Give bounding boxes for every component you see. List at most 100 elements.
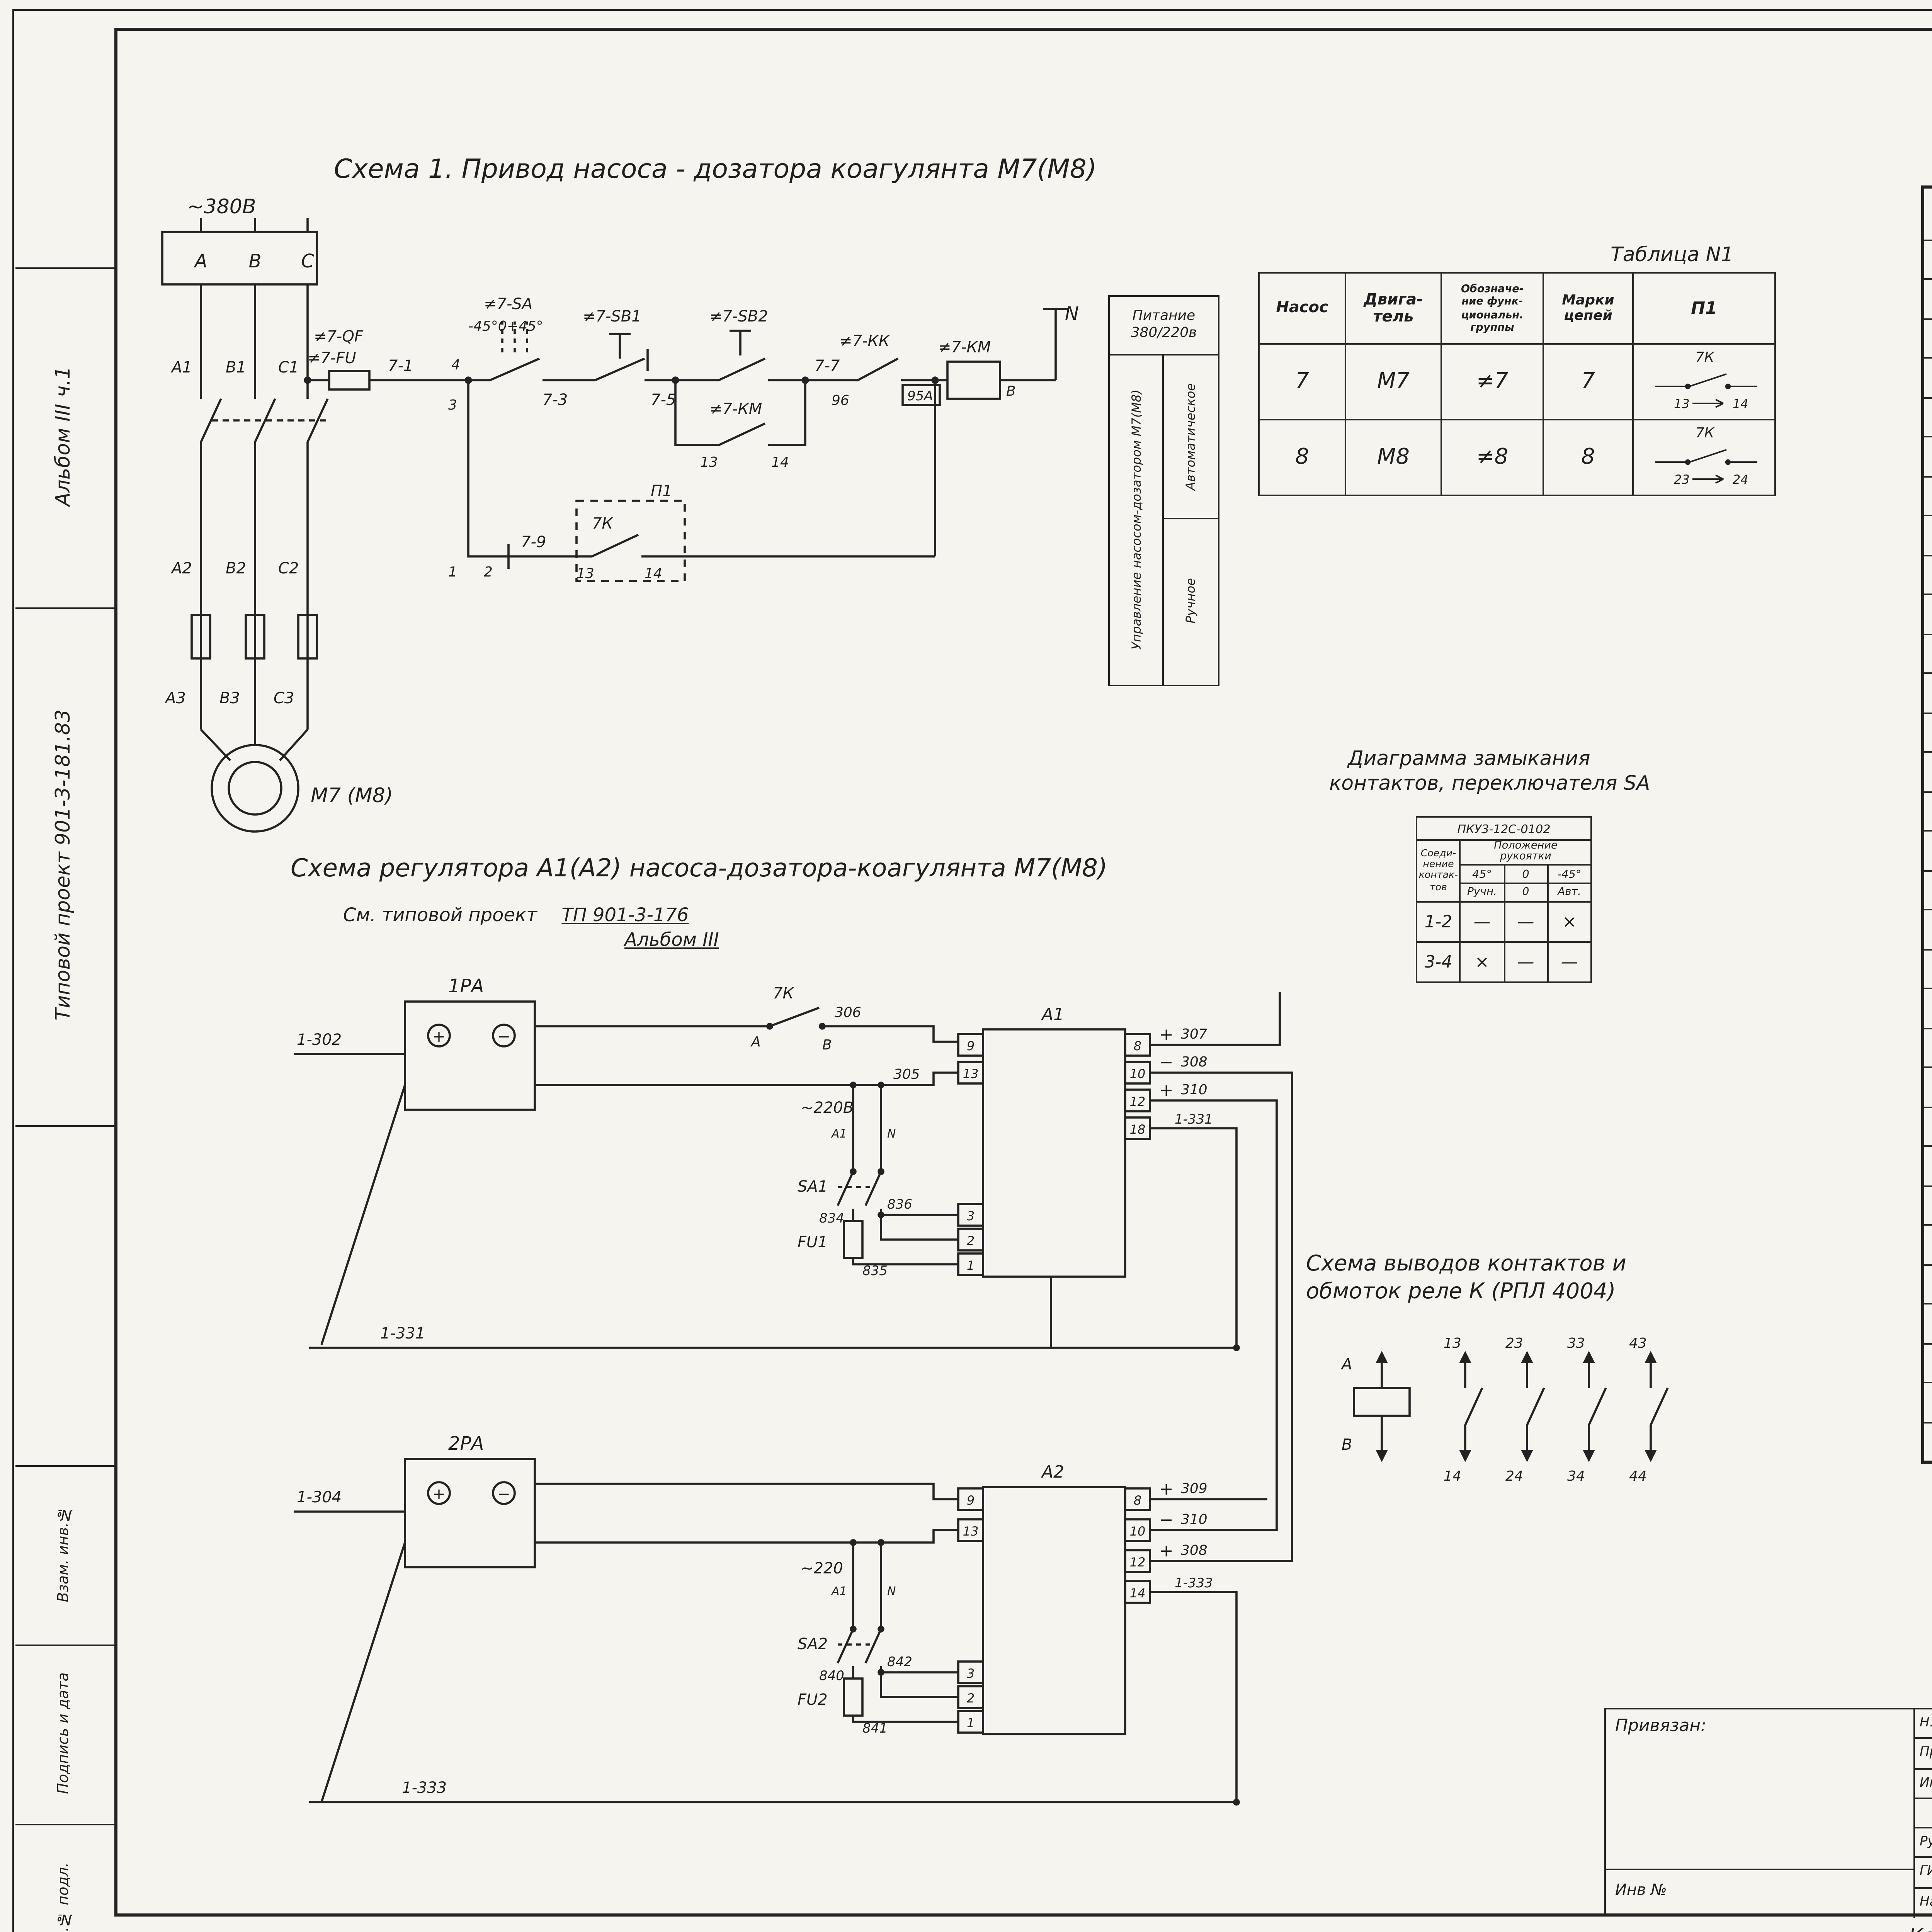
- table-row: 1РА, 2РА Миллиамперметр, 0-5мА, М325 2: [1922, 318, 1932, 359]
- signature-role: Нач.отд: [1915, 1888, 1932, 1918]
- margin-podpis: Подпись и дата: [56, 1672, 73, 1794]
- sb2-label: ≠7-SB2: [709, 308, 768, 325]
- relayk-title-line2: обмоток реле К (РПЛ 4004): [1306, 1280, 1616, 1304]
- table-row: ТУ-16-521-037-75: [1922, 515, 1932, 556]
- contact-number: 24: [1505, 1468, 1523, 1484]
- table-row: FК Предохранитель ПРС-6У3-П с плавкой: [1922, 830, 1932, 871]
- regulator2-wires: [294, 1458, 1267, 1806]
- wire-label: 841: [862, 1721, 888, 1736]
- sa-mark: —: [1503, 901, 1549, 943]
- wire-label: 835: [862, 1263, 888, 1279]
- motor-label: М7 (М8): [311, 784, 393, 807]
- voltage-label: ~220: [801, 1560, 843, 1577]
- tableN1-cell: 7: [1543, 343, 1634, 420]
- k7-contact-label: 7К: [773, 985, 794, 1002]
- terminal-label: В3: [219, 689, 240, 707]
- see-project-label: См. типовой проект: [343, 904, 537, 926]
- spec-pos: [1922, 1224, 1932, 1265]
- signature-row: Рук.груп. Гусева: [1915, 1828, 1932, 1859]
- pin-number: 13: [963, 1524, 979, 1539]
- margin-divider: [15, 1644, 114, 1646]
- kk-label: ≠7-КК: [839, 332, 890, 350]
- wire-label: 840: [819, 1668, 844, 1684]
- terminal-label: В1: [226, 359, 246, 376]
- relayk-title-line1: Схема выводов контактов и: [1306, 1252, 1626, 1277]
- privyazan-label: Привязан:: [1615, 1716, 1706, 1736]
- table-row: QF Автоматический выключатель 2: [1922, 751, 1932, 792]
- ref-album: Альбом III: [624, 929, 719, 951]
- regulator2-labels: 2РА + − 1-304 ~220 А1 N А2 9 13 3 2 1 8 …: [297, 1433, 1213, 1797]
- motor-symbol: [211, 744, 299, 833]
- regulator-reference: См. типовой проект ТП 901-3-176: [343, 904, 689, 926]
- contact-number: 13: [700, 454, 718, 470]
- polarity-sign: +: [1159, 1080, 1173, 1100]
- contact-number: 23: [1505, 1335, 1523, 1351]
- wire-label: 834: [819, 1211, 844, 1226]
- manual-label: Ручное: [1184, 578, 1198, 623]
- pin-number: 10: [1130, 1066, 1146, 1081]
- sb1-label: ≠7-SB1: [583, 308, 641, 325]
- title-block: ТП 901-3-181.83 АТХ Привязан: Инв № Н.ко…: [1604, 1658, 1932, 1918]
- table-row: вставкой ПВД-1: [1922, 869, 1932, 910]
- sa-caption-line2: контактов, переключателя SA: [1329, 773, 1650, 796]
- wire-label: 7-7: [815, 357, 840, 375]
- relay-label: 7К: [1695, 425, 1714, 441]
- coil-symbol: [1353, 1360, 1411, 1453]
- sa-mode: 0: [1503, 882, 1549, 903]
- signature-role: [1915, 1799, 1932, 1827]
- spec-pos: FU1-FU2: [1922, 475, 1932, 516]
- wire-label: 1-302: [297, 1031, 342, 1049]
- phase-a-label: А: [194, 250, 207, 272]
- sa-label: ≠7-SA: [484, 295, 532, 313]
- sa-angle: 45°: [1459, 864, 1505, 884]
- spec-pos: [1922, 791, 1932, 832]
- margin-vzam: Взам. инв.№: [56, 1506, 73, 1603]
- k7-label: 7К: [592, 515, 613, 532]
- tableN1-header: П1: [1632, 272, 1776, 345]
- terminal-label: N: [887, 1585, 896, 1598]
- polarity-sign: +: [1159, 1025, 1173, 1044]
- tableN1-caption: Таблица N1: [1611, 244, 1734, 267]
- contact-number: 23: [1673, 472, 1689, 487]
- pin-number: 9: [967, 1493, 975, 1508]
- left-margin-strip: Альбом III ч.1 Типовой проект 901-3-181.…: [15, 12, 114, 1932]
- terminal-label: А: [750, 1034, 761, 1050]
- contact-number: 24: [1732, 472, 1748, 487]
- relay-pinout-diagram: А В 13 23 33 43 14 24 34 44: [1340, 1335, 1669, 1484]
- pin-number: 3: [967, 1666, 975, 1681]
- pin-number: 2: [967, 1691, 975, 1706]
- terminal-label: 3: [448, 397, 457, 413]
- arrow-up-icon: [1376, 1351, 1388, 1363]
- voltage-label: ~380В: [187, 195, 256, 218]
- margin-divider: [15, 607, 114, 609]
- terminal-label: А3: [164, 689, 186, 707]
- pin-number: 13: [963, 1066, 979, 1081]
- sa-mark: —: [1546, 941, 1592, 983]
- terminal-label: В2: [226, 560, 246, 577]
- margin-album: Альбом III ч.1: [53, 367, 77, 507]
- tableN1-contact-cell: 7К 23 24: [1632, 419, 1776, 496]
- contact-number: 13: [1444, 1335, 1461, 1351]
- regulator-title: Схема регулятора А1(А2) насоса-дозатора-…: [291, 853, 1107, 883]
- feed-legend-box: Питание 380/220в Управление насосом-доза…: [1108, 295, 1219, 686]
- table-row: АО2-32-4, 3 кВт. 2: [1922, 1342, 1932, 1383]
- table-row: [1922, 1145, 1932, 1186]
- contact-arrowheads: [1459, 1351, 1657, 1462]
- block-label: А2: [1041, 1462, 1064, 1482]
- wire-label: 305: [893, 1066, 920, 1082]
- wire-label: 306: [835, 1005, 861, 1020]
- sa-mark: ×: [1459, 941, 1505, 983]
- contact-number: 13: [577, 566, 594, 582]
- sa-caption-line1: Диаграмма замыкания: [1348, 748, 1590, 771]
- contact-number: 43: [1629, 1335, 1647, 1351]
- sa-angle: -45°: [1546, 864, 1592, 884]
- wire-label: 310: [1181, 1082, 1208, 1098]
- table-row: А1, А2 Блок регулирующий, 0-5мА Р27,1 2: [1922, 357, 1932, 398]
- spec-pos: [1922, 1264, 1932, 1304]
- tableN1-cell: ≠7: [1440, 343, 1544, 420]
- signature-role: Инженер: [1915, 1769, 1932, 1797]
- tableN1-header: Обозначе- ние функ- циональн. группы: [1440, 272, 1544, 345]
- table-row: SB1 Кнопка управления КЕ-011У3 исп.5 2: [1922, 988, 1932, 1029]
- contact-number: 44: [1629, 1468, 1647, 1484]
- tableN1-header: Марки цепей: [1543, 272, 1634, 345]
